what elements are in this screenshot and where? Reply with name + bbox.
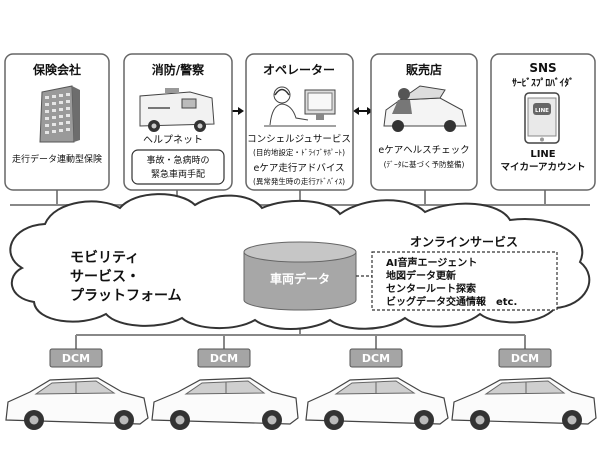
online-services-box xyxy=(371,251,558,311)
partner-card-dealer: 販売店 eケアヘルスチェック (ﾃﾞｰﾀに基づく予防整備) xyxy=(370,53,478,191)
online-service-item: ビッグデータ交通情報 etc. xyxy=(386,295,517,308)
partner-card-operator: オペレーター コンシェルジュサービス (目的地設定・ﾄﾞﾗｲﾌﾞｻﾎﾟｰﾄ) e… xyxy=(245,53,354,191)
partner-card-sns: SNS ｻｰﾋﾞｽﾌﾟﾛﾊﾞｲﾀﾞ LINE LINE マイカーアカウント xyxy=(490,53,596,191)
partner-service-line: (目的地設定・ﾄﾞﾗｲﾌﾞｻﾎﾟｰﾄ) xyxy=(253,147,345,157)
partner-title: SNS xyxy=(529,61,556,75)
partner-service-line: (ﾃﾞｰﾀに基づく予防整備) xyxy=(384,159,465,169)
partner-subtitle: ｻｰﾋﾞｽﾌﾟﾛﾊﾞｲﾀﾞ xyxy=(512,77,574,89)
partner-service-line: eケアヘルスチェック xyxy=(378,145,469,156)
partner-title: 消防/警察 xyxy=(152,62,205,77)
partner-service-line: eケア走行アドバイス xyxy=(253,162,344,174)
partner-service-line: (異常発生時の走行ｱﾄﾞﾊﾞｲｽ) xyxy=(253,176,345,186)
ambulance-icon xyxy=(139,88,215,132)
partner-service-line: ヘルプネット xyxy=(143,134,203,146)
operator-headset-icon xyxy=(264,86,336,127)
dcm-label: DCM xyxy=(511,352,539,365)
smartphone-icon: LINE xyxy=(524,92,560,144)
partner-service-line: コンシェルジュサービス xyxy=(247,134,351,145)
online-service-item: 地図データ更新 xyxy=(386,269,456,282)
office-building-icon xyxy=(39,85,80,143)
vehicle-3: DCM xyxy=(305,348,449,430)
partner-service-line: 走行データ連動型保険 xyxy=(12,153,102,165)
dcm-label: DCM xyxy=(210,352,238,365)
dcm-label: DCM xyxy=(362,352,390,365)
platform-title-line: モビリティ xyxy=(70,250,139,266)
partner-title: 販売店 xyxy=(406,62,442,77)
partner-service-line: マイカーアカウント xyxy=(500,162,585,173)
partner-title: 保険会社 xyxy=(32,62,81,77)
car-icon xyxy=(5,377,149,430)
car-icon xyxy=(151,377,299,430)
car-icon xyxy=(305,377,449,430)
partner-card-insurance: 保険会社 走行データ連動型保険 xyxy=(4,53,110,191)
vehicle-4: DCM xyxy=(451,348,597,430)
partner-card-fire-police: 消防/警察 ヘルプネット 事故・急病時の 緊急車両手配 xyxy=(123,53,233,191)
platform-title-line: プラットフォーム xyxy=(70,288,182,304)
partner-service-line: LINE xyxy=(530,149,555,160)
car-maintenance-icon xyxy=(383,85,467,132)
line-logo: LINE xyxy=(535,108,549,114)
vehicle-data-database: 車両データ xyxy=(243,241,357,311)
platform-title-line: サービス・ xyxy=(70,269,140,285)
online-service-item: センタールート探索 xyxy=(386,282,476,295)
platform-cloud: モビリティ サービス・ プラットフォーム 車両データ オンラインサービス AI音… xyxy=(9,193,591,330)
car-icon xyxy=(451,377,597,430)
online-services-title: オンラインサービス xyxy=(410,234,518,249)
database-label: 車両データ xyxy=(270,271,330,286)
online-service-item: AI音声エージェント xyxy=(386,256,477,269)
vehicle-1: DCM xyxy=(5,348,149,430)
vehicle-2: DCM xyxy=(151,348,299,430)
partner-service-line: 事故・急病時の xyxy=(146,154,209,166)
partner-title: オペレーター xyxy=(263,63,335,77)
dcm-label: DCM xyxy=(62,352,90,365)
bidirectional-arrow-right xyxy=(353,107,373,115)
partner-service-line: 緊急車両手配 xyxy=(151,168,205,180)
